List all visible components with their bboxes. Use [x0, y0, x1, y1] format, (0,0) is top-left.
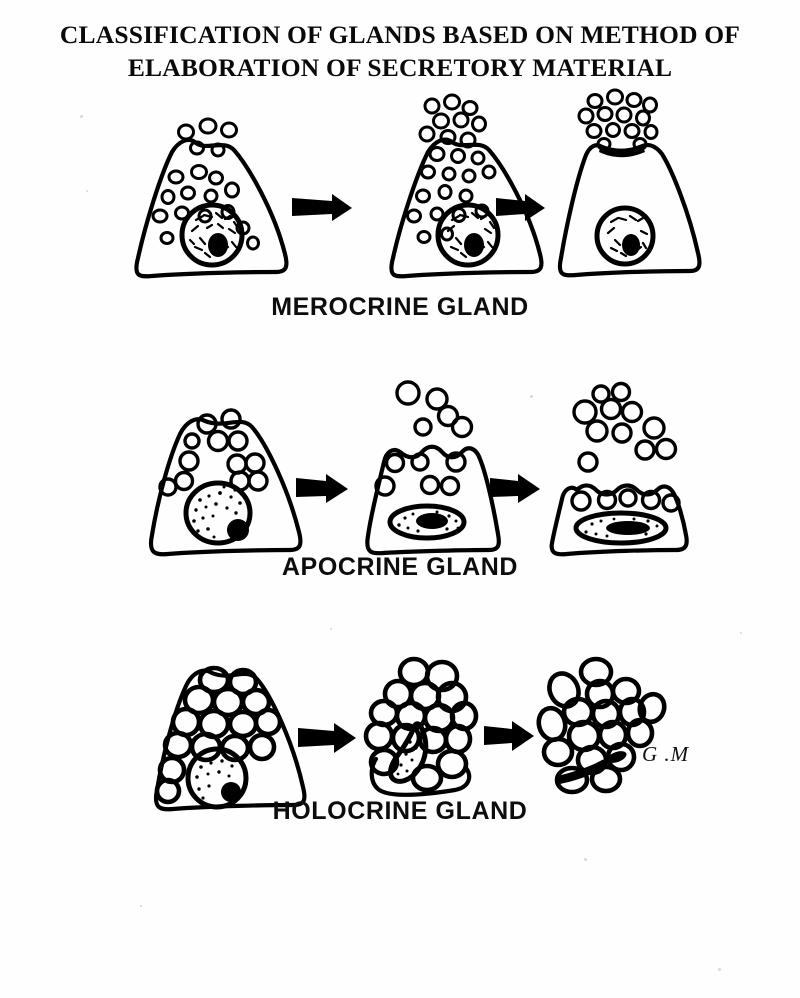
merocrine-stage-3	[557, 88, 702, 278]
apocrine-vesicles-released-2	[395, 380, 474, 439]
holocrine-stage-3	[536, 656, 667, 795]
scan-speck	[80, 115, 83, 118]
holocrine-nucleus-3	[555, 751, 627, 785]
apocrine-nucleus-3	[573, 510, 669, 546]
holocrine-lipid-droplets-2	[363, 656, 479, 793]
scan-speck	[740, 632, 742, 634]
apocrine-vesicles-internal-2	[374, 451, 467, 497]
scan-speck	[330, 628, 332, 630]
holocrine-stage-2	[363, 656, 479, 797]
merocrine-vesicles-internal	[151, 164, 260, 251]
apocrine-vesicles-internal-3	[570, 488, 681, 513]
holocrine-lipid-droplets-3	[536, 656, 667, 795]
merocrine-nucleus-3	[594, 205, 656, 267]
scan-speck	[86, 190, 88, 192]
merocrine-vesicles-released-3	[577, 88, 659, 151]
row-label-holocrine: HOLOCRINE GLAND	[272, 797, 528, 825]
holocrine-lipid-droplets-1	[154, 665, 283, 805]
merocrine-arrow-2	[496, 194, 545, 221]
merocrine-stage-2	[389, 93, 544, 279]
apocrine-nucleus-2	[387, 503, 467, 541]
row-label-apocrine: APOCRINE GLAND	[281, 553, 519, 581]
apocrine-arrow-1	[296, 474, 348, 503]
scan-speck	[584, 858, 587, 861]
holocrine-arrow-1	[298, 723, 356, 753]
apocrine-vesicles-1	[158, 408, 269, 497]
apocrine-vesicles-released-3	[572, 381, 678, 473]
apocrine-stage-3	[549, 381, 689, 557]
merocrine-arrow-1	[292, 194, 352, 221]
apocrine-stage-1	[148, 408, 303, 557]
row-label-merocrine: MEROCRINE GLAND	[271, 293, 529, 321]
artist-signature: G .M	[642, 742, 690, 766]
merocrine-nucleus-1	[179, 202, 245, 268]
merocrine-vesicles-released	[177, 117, 238, 158]
holocrine-nucleus-2	[388, 721, 429, 784]
apocrine-nucleus-1	[183, 480, 253, 546]
apocrine-arrow-2	[490, 474, 540, 503]
holocrine-row	[153, 656, 667, 812]
page-title: CLASSIFICATION OF GLANDS BASED ON METHOD…	[0, 18, 800, 84]
holocrine-stage-1	[153, 665, 307, 812]
merocrine-stage-1	[134, 117, 289, 279]
holocrine-arrow-2	[484, 721, 534, 751]
scan-speck	[530, 395, 533, 398]
merocrine-vesicles-released-2	[418, 93, 497, 184]
merocrine-nucleus-2	[435, 202, 501, 268]
title-line-1: CLASSIFICATION OF GLANDS BASED ON METHOD…	[59, 20, 741, 49]
scan-speck	[718, 968, 721, 971]
merocrine-row	[134, 88, 702, 279]
scan-speck	[140, 905, 142, 907]
apocrine-row	[148, 380, 689, 557]
merocrine-vesicles-internal-2	[406, 184, 490, 244]
title-line-2: ELABORATION OF SECRETORY MATERIAL	[127, 53, 673, 82]
apocrine-stage-2	[365, 380, 501, 556]
